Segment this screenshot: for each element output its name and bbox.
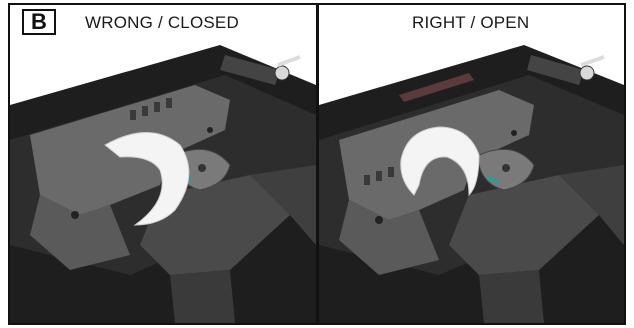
pin-hardware [275,66,289,80]
open-mechanism-illustration [319,45,624,323]
panel-wrong-closed [10,5,316,323]
closed-mechanism-illustration [10,45,316,323]
panel-right-open [319,5,624,323]
pin-hardware [580,66,594,80]
